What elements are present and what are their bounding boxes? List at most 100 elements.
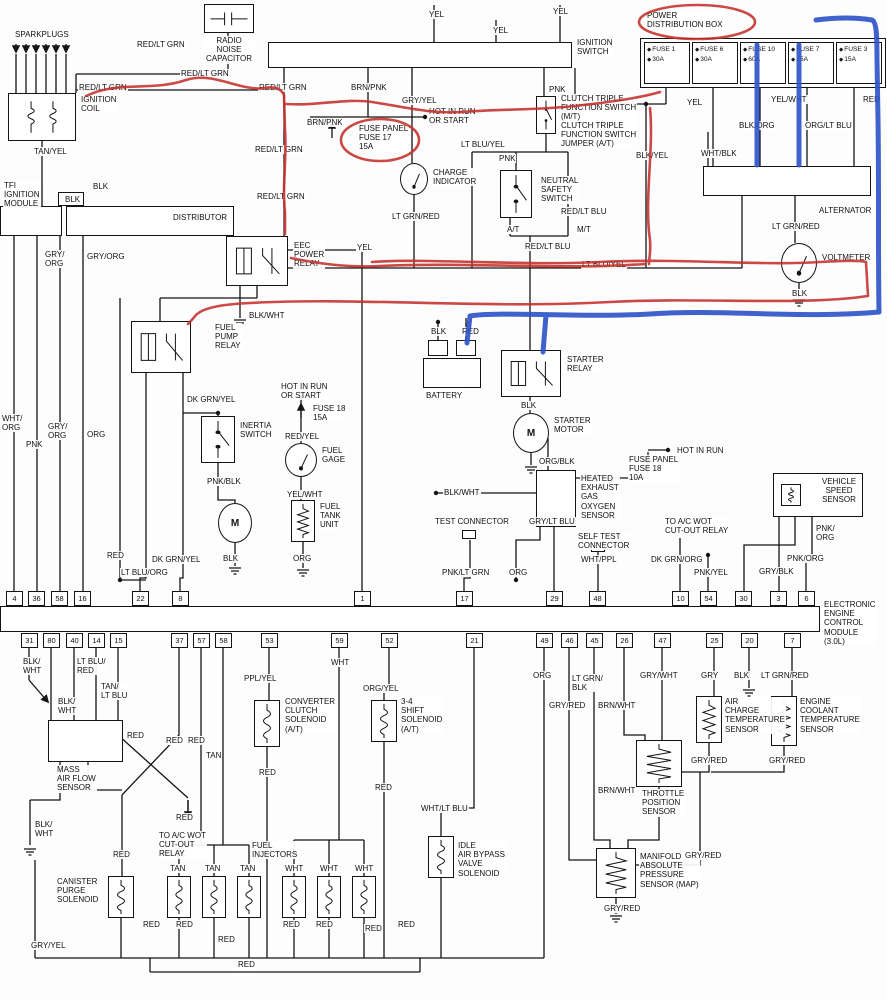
ecm-pin-48: 48 — [589, 591, 606, 606]
fuse-icon: ◆ — [743, 46, 748, 53]
wire-label: BRN/PNK — [350, 83, 388, 93]
wire-label: BLK/ WHT — [22, 657, 43, 676]
wire-label: GRY/ ORG — [44, 250, 66, 269]
fuse-rating: 15A — [796, 56, 808, 64]
clutch-triple-function-jumper-label: CLUTCH TRIPLE FUNCTION SWITCH JUMPER (A/… — [560, 121, 638, 149]
starter-motor: M — [513, 413, 549, 453]
air-charge-temp-sensor-label: AIR CHARGE TEMPERATURE SENSOR — [724, 697, 786, 734]
wire-label: ORG/BLK — [538, 457, 576, 467]
wire-label: LT GRN/RED — [391, 212, 441, 222]
ecm-pin-10: 10 — [672, 591, 689, 606]
fuel-injector — [317, 876, 341, 918]
wire-label: RED/YEL — [284, 432, 321, 442]
wire-label: YEL/WHT — [286, 490, 324, 500]
ecm-pin-49: 49 — [536, 633, 553, 648]
mass-air-flow-sensor-label: MASS AIR FLOW SENSOR — [56, 765, 97, 793]
ecm-pin-54: 54 — [700, 591, 717, 606]
fuse-name: FUSE 6 — [700, 46, 724, 53]
hot-in-run-or-start-label: HOT IN RUN OR START — [280, 382, 329, 401]
wire-label: RED — [175, 920, 194, 930]
ecm-pin-37: 37 — [171, 633, 188, 648]
fuel-pump-motor-glyph: M — [230, 517, 240, 529]
engine-coolant-temp-sensor-label: ENGINE COOLANT TEMPERATURE SENSOR — [799, 697, 861, 734]
starter-relay — [501, 350, 561, 397]
distributor-label: DISTRIBUTOR — [172, 213, 229, 223]
wire-label: BLK/ORG — [738, 121, 776, 131]
wire-label: RED — [112, 850, 131, 860]
ecm-pin-80: 80 — [43, 633, 60, 648]
fuel-injector — [237, 876, 261, 918]
wire-label: GRY/BLK — [758, 567, 795, 577]
wire-label: RED/LT GRN — [258, 83, 308, 93]
fuel-gage — [285, 443, 317, 477]
wire-label: BRN/WHT — [597, 701, 637, 711]
wire-label: GRY/ ORG — [47, 422, 69, 441]
wire-label: RED — [282, 920, 301, 930]
voltmeter-label: VOLTMETER — [821, 253, 872, 263]
fuse-1: ◆FUSE 1 ◆30A — [644, 42, 690, 84]
fuel-pump-relay — [131, 321, 191, 373]
wire-label: DK GRN/YEL — [151, 555, 202, 565]
wire-label: LT BLU/YEL — [460, 140, 506, 150]
wire-label: PNK — [548, 85, 567, 95]
ecm-pin-3: 3 — [770, 591, 787, 606]
fuse-icon: ◆ — [791, 46, 796, 53]
ecm-pin-46: 46 — [561, 633, 578, 648]
ecm-pin-53: 53 — [261, 633, 278, 648]
fuse-rating: 30A — [652, 56, 664, 64]
ecm-pin-16: 16 — [74, 591, 91, 606]
fuel-injector — [352, 876, 376, 918]
wire-label: ORG — [86, 430, 107, 440]
ecm-pin-1: 1 — [354, 591, 371, 606]
fuse-name: FUSE 7 — [796, 46, 820, 53]
wire-label: ORG/LT BLU — [804, 121, 853, 131]
fuel-injectors-label: FUEL INJECTORS — [251, 841, 299, 860]
wire-label: GRY/WHT — [639, 671, 679, 681]
wire-label: TAN — [169, 864, 187, 874]
ecm-pin-58: 58 — [215, 633, 232, 648]
wire-label: RED — [217, 935, 236, 945]
wire-label: RED — [374, 783, 393, 793]
inertia-switch-label: INERTIA SWITCH — [239, 421, 273, 440]
ignition-coil — [8, 93, 76, 141]
wire-label: RED — [315, 920, 334, 930]
battery — [423, 358, 481, 388]
ecm-pin-40: 40 — [66, 633, 83, 648]
wire-label: ORG — [292, 554, 313, 564]
wire-label: TAN — [205, 751, 223, 761]
wire-label: DK GRN/ORG — [650, 555, 704, 565]
ecm-pin-59: 59 — [331, 633, 348, 648]
converter-clutch-solenoid-label: CONVERTER CLUTCH SOLENOID (A/T) — [284, 697, 337, 734]
wire-label: RED — [187, 736, 206, 746]
wire-label: GRY/RED — [548, 701, 587, 711]
fuel-tank-sender — [291, 500, 315, 542]
wire-label: BLK — [430, 327, 448, 337]
alternator-label: ALTERNATOR — [818, 206, 873, 216]
wire-label: WHT/BLK — [700, 149, 738, 159]
wire-label: RED — [397, 920, 416, 930]
fuse-panel-18-label: FUSE PANEL FUSE 18 10A — [628, 455, 680, 483]
wire-label: PPL/YEL — [243, 674, 278, 684]
idle-air-bypass-valve-solenoid — [428, 836, 454, 878]
sparkplugs-label: SPARKPLUGS — [14, 30, 70, 40]
fuse-icon: ◆ — [743, 57, 748, 64]
ecm-pin-21: 21 — [466, 633, 483, 648]
converter-clutch-solenoid — [254, 700, 280, 747]
ecm-pin-58: 58 — [51, 591, 68, 606]
wire-label: M/T — [576, 225, 592, 235]
power-distribution-box-label: POWER DISTRIBUTION BOX — [646, 11, 724, 30]
ignition-switch-label: IGNITION SWITCH — [576, 38, 614, 57]
wire-label: ORG/YEL — [362, 684, 400, 694]
wire-label: PNK/ ORG — [815, 524, 836, 543]
wire-label: LT GRN/RED — [771, 222, 821, 232]
ecm-pin-31: 31 — [21, 633, 38, 648]
wire-label: BRN/WHT — [597, 786, 637, 796]
wire-label: LT BLU/YEL — [581, 260, 627, 270]
map-sensor — [596, 848, 636, 898]
wire-label: WHT — [319, 864, 340, 874]
wire-label: PNK/BLK — [206, 477, 242, 487]
fuel-pump-relay-label: FUEL PUMP RELAY — [214, 323, 242, 351]
wire-label: RED — [258, 768, 277, 778]
